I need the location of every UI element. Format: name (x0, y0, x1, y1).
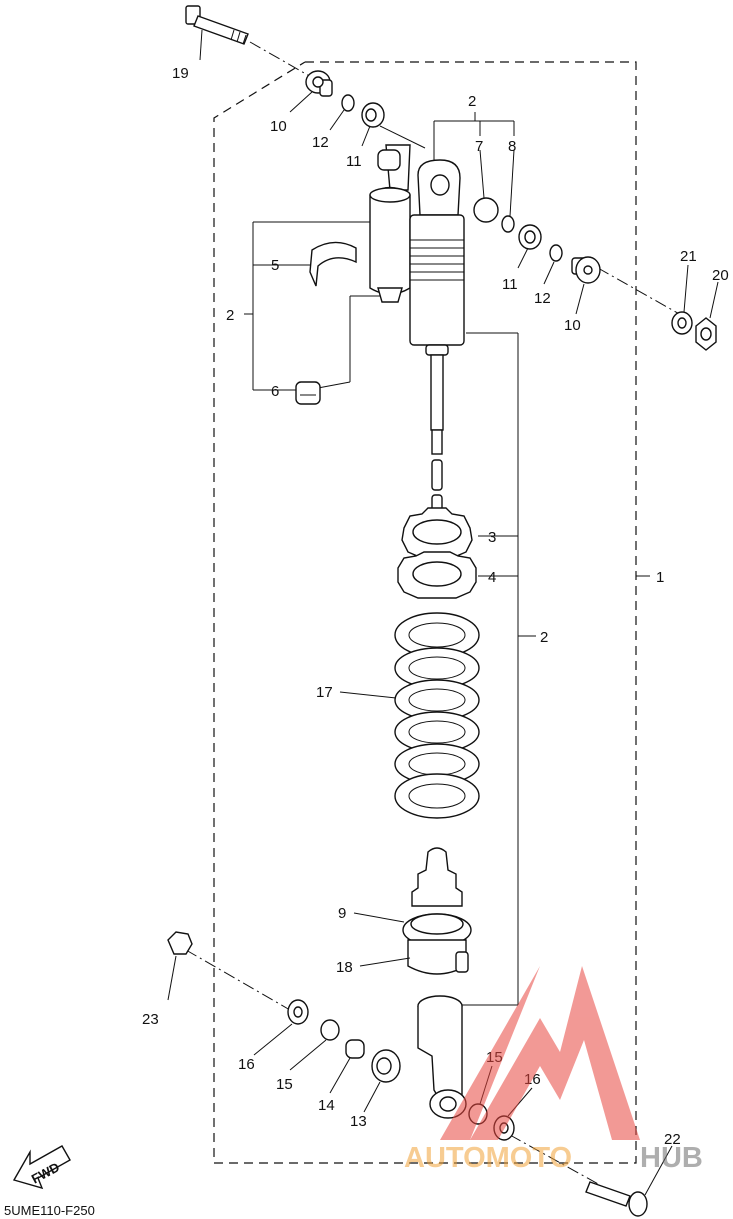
leader-lines (167, 29, 719, 1196)
label-11-right: 11 (502, 276, 518, 293)
group-bracket-right (462, 332, 650, 1006)
label-6: 6 (271, 383, 279, 400)
upper-mount-axis (597, 267, 691, 321)
label-21: 21 (680, 248, 697, 265)
oring-12-top (341, 94, 355, 112)
label-23: 23 (142, 1011, 159, 1028)
adjuster-ring-3 (401, 507, 473, 559)
cap-6 (295, 381, 321, 405)
label-5: 5 (271, 257, 279, 274)
oring-12-right (549, 244, 563, 262)
washer-21 (671, 311, 693, 335)
lower-seat-18 (407, 939, 469, 975)
label-10-right: 10 (564, 317, 581, 334)
label-11-top: 11 (346, 153, 362, 170)
bushing-11-top (361, 102, 385, 128)
label-12-right: 12 (534, 290, 551, 307)
nut-23 (167, 931, 193, 955)
label-13: 13 (350, 1113, 367, 1130)
label-2-top: 2 (468, 93, 476, 110)
collar-15-left (320, 1019, 340, 1041)
bolt-22-axis (509, 1134, 601, 1186)
label-7: 7 (475, 138, 483, 155)
watermark-brand-b: HUB (640, 1142, 703, 1174)
shock-body (409, 159, 465, 526)
label-14: 14 (318, 1097, 335, 1114)
label-16-left: 16 (238, 1056, 255, 1073)
group-bracket-top (433, 112, 515, 165)
washer-16-left (287, 999, 309, 1025)
label-1: 1 (656, 569, 664, 586)
oring-8 (501, 215, 515, 233)
bushing-11-right (518, 224, 542, 250)
label-22: 22 (664, 1131, 681, 1148)
spring-guide-9 (402, 913, 472, 947)
bolt-22 (585, 1181, 648, 1217)
nut-20 (695, 317, 717, 351)
part-labels: 19 10 12 11 2 7 8 11 12 10 21 20 5 2 6 3… (142, 65, 729, 1148)
fwd-arrow-icon: FWD (12, 1145, 71, 1190)
label-18: 18 (336, 959, 353, 976)
spacer-14 (345, 1039, 365, 1059)
bump-stop (411, 847, 463, 907)
label-2-right: 2 (540, 629, 548, 646)
watermark: AUTOMOTO HUB (404, 966, 703, 1174)
spring-17 (394, 612, 480, 819)
bushing-13 (371, 1049, 401, 1083)
lower-clevis (417, 995, 467, 1119)
group-bracket-left (244, 221, 380, 391)
label-4: 4 (488, 569, 496, 586)
bushing-7 (473, 197, 499, 223)
label-10-top: 10 (270, 118, 287, 135)
watermark-brand-a: AUTOMOTO (404, 1142, 572, 1174)
label-15-left: 15 (276, 1076, 293, 1093)
watermark-logo-triangle (440, 966, 640, 1140)
assembly-boundary (213, 61, 637, 1164)
label-17: 17 (316, 684, 333, 701)
bolt-19 (185, 5, 249, 45)
label-8: 8 (508, 138, 516, 155)
label-9: 9 (338, 905, 346, 922)
diagram-code: 5UME110-F250 (4, 1203, 95, 1218)
reservoir (369, 144, 411, 303)
lock-ring-4 (397, 551, 477, 599)
label-19: 19 (172, 65, 189, 82)
collar-10-right (571, 256, 601, 284)
label-12-top: 12 (312, 134, 329, 151)
label-20: 20 (712, 267, 729, 284)
label-3: 3 (488, 529, 496, 546)
label-2-left: 2 (226, 307, 234, 324)
collar-10-top (305, 70, 333, 97)
nut-23-axis (185, 949, 291, 1011)
band-5 (309, 241, 357, 287)
